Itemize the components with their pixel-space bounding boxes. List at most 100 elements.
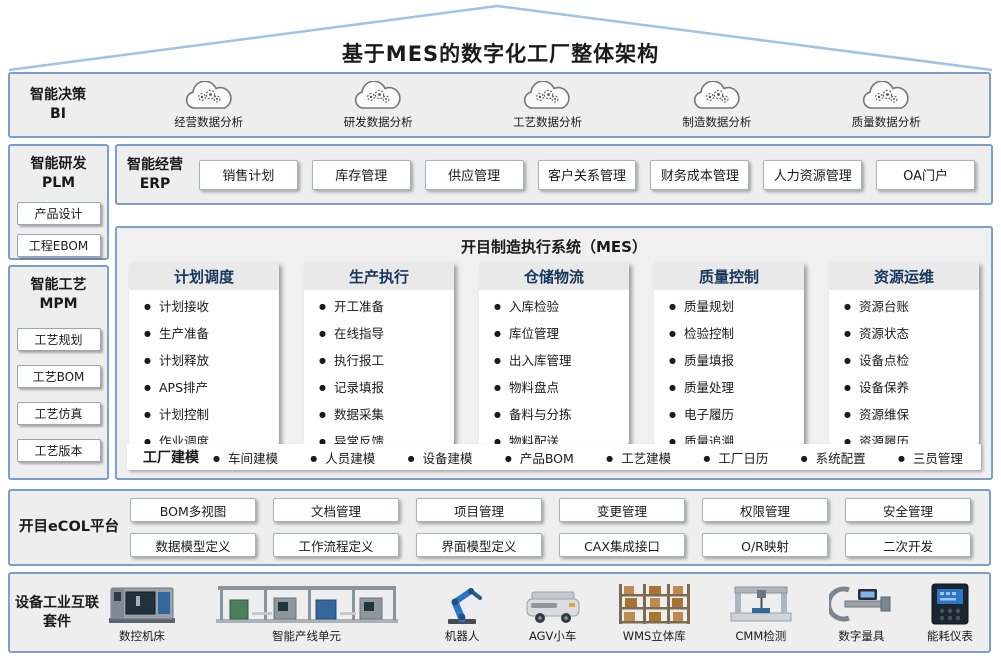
device-item: 智能产线单元 (212, 582, 402, 644)
mes-item: 计划接收 (144, 294, 279, 321)
mes-item: 质量处理 (669, 375, 804, 402)
mes-column-warehouse: 仓储物流 入库检验 库位管理 出入库管理 物料盘点 备料与分拣 物料配送 (479, 262, 629, 449)
device-caption: 能耗仪表 (926, 628, 973, 643)
erp-item-crm: 客户关系管理 (537, 159, 637, 190)
mes-column-quality: 质量控制 质量规划 检验控制 质量填报 质量处理 电子履历 质量追溯 (654, 262, 804, 449)
bi-item-label: 研发数据分析 (343, 114, 413, 129)
device-caption: AGV小车 (528, 628, 577, 643)
ecol-item-change-mgmt: 变更管理 (559, 498, 685, 522)
factory-modeling-label: 工厂建模 (143, 450, 199, 466)
bi-item: 质量数据分析 (852, 80, 921, 130)
mes-item: 备料与分拣 (494, 402, 629, 429)
mes-column-items: 入库检验 库位管理 出入库管理 物料盘点 备料与分拣 物料配送 (479, 290, 629, 456)
mes-item: 设备保养 (844, 375, 979, 402)
device-item: 机器人 (435, 582, 489, 644)
erp-label-line2: ERP (139, 175, 171, 192)
cnc-machine-icon (109, 587, 175, 623)
mes-column-production: 生产执行 开工准备 在线指导 执行报工 记录填报 数据采集 异常反馈 (304, 262, 454, 449)
cloud-gear-icon (524, 80, 571, 109)
mes-item: APS排产 (144, 375, 279, 402)
ecol-section: 开目eCOL平台 BOM多视图 文档管理 项目管理 变更管理 权限管理 安全管理… (8, 489, 991, 566)
device-caption: 智能产线单元 (272, 628, 342, 643)
page-title: 基于MES的数字化工厂整体架构 (341, 42, 660, 66)
mes-item: 资源台账 (844, 294, 979, 321)
mpm-section: 智能工艺 MPM 工艺规划 工艺BOM 工艺仿真 工艺版本 (8, 265, 109, 480)
ecol-item-data-model: 数据模型定义 (130, 533, 256, 557)
device-item: AGV小车 (523, 582, 583, 644)
mes-column-items: 开工准备 在线指导 执行报工 记录填报 数据采集 异常反馈 (304, 290, 454, 456)
plm-section: 智能研发 PLM 产品设计 工程EBOM (8, 144, 109, 260)
mpm-item-process-version: 工艺版本 (16, 439, 101, 462)
device-item: 能耗仪表 (927, 582, 973, 644)
ecol-item-bom-views: BOM多视图 (130, 498, 256, 522)
modeling-item: 设备建模 (408, 448, 473, 467)
devices-label-line1: 设备工业互联 (15, 594, 99, 611)
device-item: CMM检测 (726, 582, 796, 644)
plm-item-ebom: 工程EBOM (16, 234, 101, 257)
cloud-gear-icon (863, 80, 909, 109)
modeling-item: 产品BOM (505, 448, 574, 467)
ecol-item-secondary-dev: 二次开发 (845, 533, 971, 557)
erp-item-inventory: 库存管理 (311, 159, 411, 190)
robot-arm-icon (448, 587, 483, 624)
mes-column-items: 质量规划 检验控制 质量填报 质量处理 电子履历 质量追溯 (654, 290, 804, 456)
cloud-gear-icon (354, 80, 401, 109)
mes-section: 开目制造执行系统（MES） 计划调度 计划接收 生产准备 计划释放 APS排产 … (115, 226, 993, 480)
plm-label-line1: 智能研发 (30, 156, 87, 172)
mpm-item-process-planning: 工艺规划 (16, 328, 101, 351)
bi-item-list: 经营数据分析 研发数据分析 工艺数据分析 (106, 74, 989, 136)
bi-section: 智能决策 BI 经营数据分析 研发数据分析 (8, 72, 991, 138)
bi-item: 经营数据分析 (174, 80, 244, 130)
bi-item-label: 经营数据分析 (174, 114, 244, 129)
mes-item: 资源状态 (844, 321, 979, 348)
erp-item-supply: 供应管理 (424, 159, 524, 190)
device-caption: 机器人 (444, 628, 480, 643)
bi-item-label: 制造数据分析 (682, 114, 752, 129)
mes-column-header: 资源运维 (829, 262, 979, 290)
mes-columns: 计划调度 计划接收 生产准备 计划释放 APS排产 计划控制 作业调度 生产执行… (129, 262, 979, 449)
mes-item: 物料盘点 (494, 375, 629, 402)
bi-item: 制造数据分析 (682, 80, 752, 130)
bi-item: 工艺数据分析 (513, 80, 582, 130)
bi-item: 研发数据分析 (343, 80, 413, 130)
mes-item: 资源维保 (844, 402, 979, 429)
device-item: WMS立体库 (616, 582, 692, 644)
mes-item: 开工准备 (319, 294, 454, 321)
ecol-item-ui-model: 界面模型定义 (416, 533, 542, 557)
ecol-item-project-mgmt: 项目管理 (416, 498, 542, 522)
bi-label-line1: 智能决策 (30, 87, 86, 103)
mes-column-plan: 计划调度 计划接收 生产准备 计划释放 APS排产 计划控制 作业调度 (129, 262, 279, 449)
digital-gauge-icon (829, 586, 891, 621)
bi-label-line2: BI (50, 106, 66, 122)
device-caption: CMM检测 (735, 628, 787, 643)
mes-item: 记录填报 (319, 375, 454, 402)
mes-item: 生产准备 (144, 321, 279, 348)
mes-item: 质量规划 (669, 294, 804, 321)
modeling-item: 三员管理 (898, 448, 963, 467)
modeling-item: 工厂日历 (703, 448, 768, 467)
mes-item: 计划释放 (144, 348, 279, 375)
mes-item: 计划控制 (144, 402, 279, 429)
erp-section-label: 智能经营 ERP (117, 156, 193, 194)
erp-item-list: 销售计划 库存管理 供应管理 客户关系管理 财务成本管理 人力资源管理 OA门户 (193, 159, 991, 190)
devices-section-label: 设备工业互联 套件 (10, 594, 104, 632)
ecol-section-label: 开目eCOL平台 (18, 519, 120, 535)
mpm-label-line2: MPM (39, 296, 78, 312)
erp-label-line1: 智能经营 (127, 156, 183, 173)
mes-item: 设备点检 (844, 348, 979, 375)
mes-column-items: 计划接收 生产准备 计划释放 APS排产 计划控制 作业调度 (129, 290, 279, 456)
agv-cart-icon (526, 591, 580, 623)
erp-item-hr: 人力资源管理 (763, 159, 863, 190)
mes-title: 开目制造执行系统（MES） (461, 238, 647, 256)
modeling-item: 人员建模 (310, 448, 375, 467)
ecol-item-workflow: 工作流程定义 (273, 533, 399, 557)
mes-column-items: 资源台账 资源状态 设备点检 设备保养 资源维保 资源履历 (829, 290, 979, 456)
devices-label-line2: 套件 (43, 613, 71, 630)
erp-item-sales-plan: 销售计划 (199, 159, 298, 190)
device-item: 数控机床 (106, 582, 178, 644)
mes-item: 入库检验 (494, 294, 629, 321)
device-caption: 数字量具 (838, 628, 885, 643)
modeling-item: 车间建模 (213, 448, 278, 467)
erp-section: 智能经营 ERP 销售计划 库存管理 供应管理 客户关系管理 财务成本管理 人力… (115, 144, 993, 205)
